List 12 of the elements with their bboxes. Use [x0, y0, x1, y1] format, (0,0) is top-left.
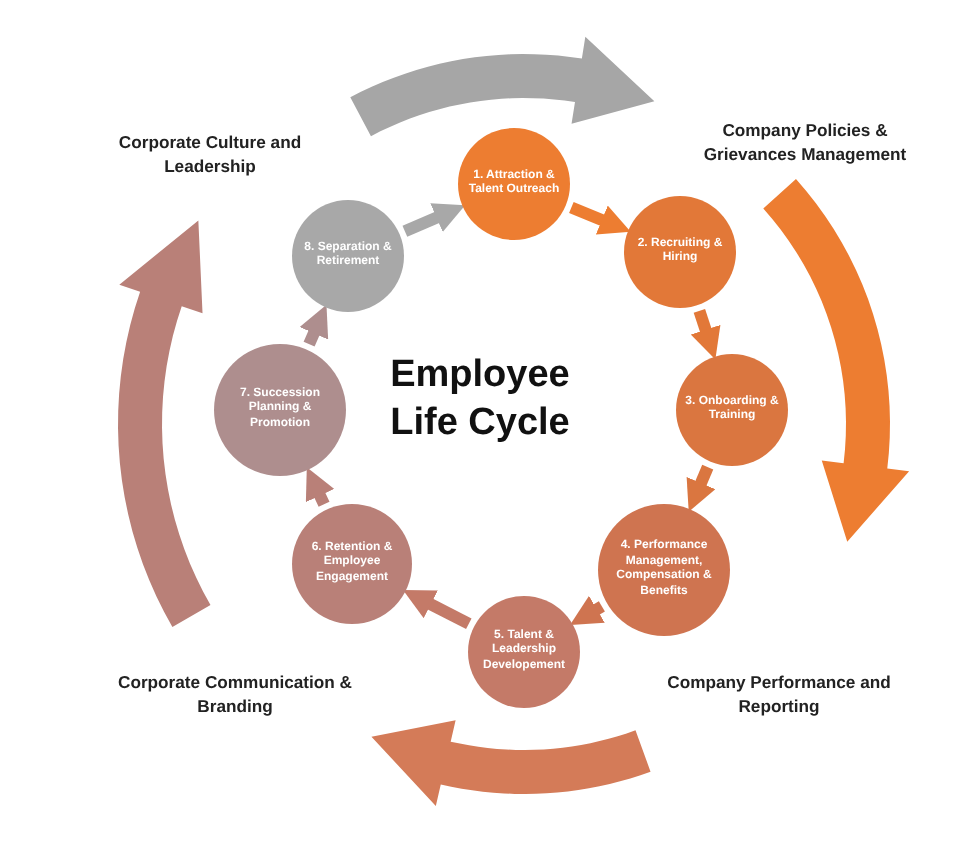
arrow — [569, 201, 631, 235]
area-label: Company Policies & Grievances Management — [701, 120, 909, 167]
area-label: Corporate Culture and Leadership — [116, 132, 304, 179]
arrow — [686, 464, 716, 512]
arrow — [403, 590, 472, 630]
arrow — [402, 203, 466, 237]
area-label: Company Performance and Reporting — [665, 672, 893, 719]
area-label: Corporate Communication & Branding — [116, 672, 354, 719]
arrow — [305, 467, 335, 507]
arrow — [690, 309, 721, 360]
arrow — [299, 304, 329, 347]
diagram-title: Employee Life Cycle — [388, 352, 572, 447]
